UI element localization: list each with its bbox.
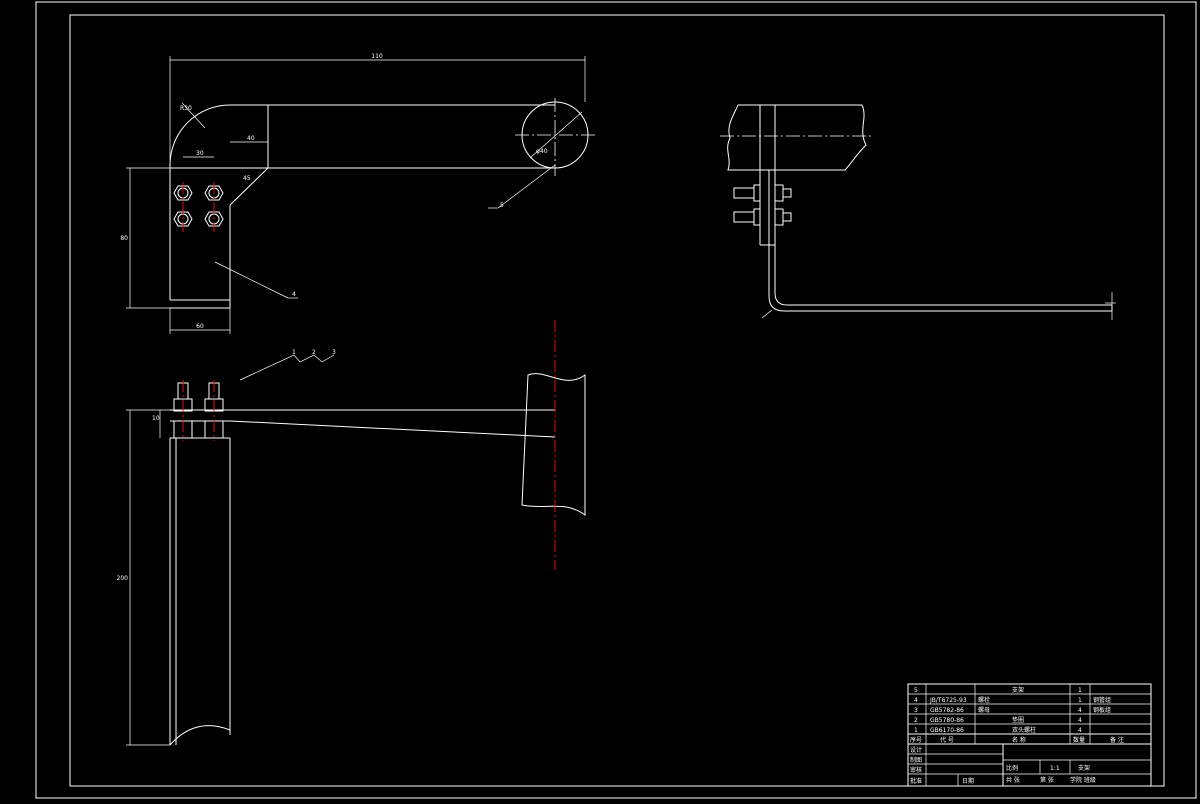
tb-part-no: 1	[914, 727, 918, 734]
side-arm-outer	[768, 170, 1112, 312]
title-block-frame	[907, 683, 1152, 787]
tb-label-approve: 批准	[910, 777, 922, 785]
dim-plate-height: 80	[120, 235, 128, 242]
dim-plate-width: 60	[196, 323, 204, 330]
side-shaft-break	[727, 104, 867, 171]
hex-nut-icon	[204, 211, 224, 227]
hex-nut-icon	[173, 211, 193, 227]
tb-label-scale: 比例	[1006, 764, 1018, 772]
front-bolt-group	[173, 182, 224, 232]
tb-part-code: GB6170-86	[930, 727, 964, 734]
outer-border	[35, 1, 1197, 799]
tb-school: 学院 班级	[1070, 776, 1096, 784]
tb-part-row-1: 1 GB6170-86 双头螺柱 4	[914, 726, 1082, 734]
side-view	[720, 104, 1116, 320]
hex-nut-icon	[204, 185, 224, 201]
tb-part-name: 垫圈	[1012, 716, 1024, 724]
tb-sheet-count: 共 张	[1006, 776, 1020, 784]
nut-icon	[753, 184, 761, 202]
arm-taper-edge	[229, 420, 556, 438]
plan-bolt-group	[173, 380, 224, 441]
stud-icon	[733, 187, 755, 199]
tb-part-qty: 1	[1078, 697, 1082, 704]
tb-label-check: 审核	[910, 766, 922, 774]
tb-label-date: 日期	[962, 777, 974, 785]
tb-drawing-title: 支架	[1078, 764, 1090, 772]
plan-shaft	[521, 373, 586, 516]
tb-part-no: 5	[914, 687, 918, 694]
nut-icon	[774, 208, 784, 226]
tb-part-qty: 1	[1078, 687, 1082, 694]
tb-part-name: 支架	[1012, 686, 1024, 694]
stud-icon	[733, 211, 755, 223]
callout-3: 3	[332, 349, 336, 356]
callout-1: 1	[292, 349, 296, 356]
callout-5: 5	[500, 202, 504, 209]
tb-part-no: 2	[914, 717, 918, 724]
side-arm-inner	[774, 170, 1112, 306]
tb-part-code: GB5780-86	[930, 717, 964, 724]
tb-part-row-3: 3 GB5782-86 螺母 4 钢板组	[914, 706, 1111, 714]
dim-bolt-spacing: 30	[196, 150, 204, 157]
dim-radius-leader	[181, 102, 206, 129]
tb-part-code: JB/T6725-93	[929, 697, 967, 704]
side-bolt-group	[733, 184, 792, 226]
plan-view: 10 200 1 2 3	[117, 320, 586, 746]
callout-2: 2	[312, 349, 316, 356]
dim-chamfer: 45	[243, 175, 251, 182]
dim-inner-offset: 40	[247, 135, 255, 142]
inner-frame	[69, 14, 1165, 787]
title-block: 5 支架 1 4 JB/T6725-93 螺栓 1 钢管组 3 GB5782-8…	[907, 683, 1152, 787]
tb-part-row-4: 4 JB/T6725-93 螺栓 1 钢管组	[914, 696, 1111, 704]
tb-part-material: 钢管组	[1093, 696, 1111, 704]
stud-end-icon	[782, 212, 792, 222]
tb-label-draw: 制图	[910, 756, 922, 764]
tb-header-qty: 数量	[1073, 736, 1085, 744]
tb-part-name: 螺栓	[978, 696, 990, 704]
front-outer-outline	[169, 104, 555, 300]
dim-thickness: 10	[152, 415, 160, 422]
tb-part-qty: 4	[1078, 707, 1082, 714]
tb-part-name: 双头螺柱	[1012, 726, 1036, 734]
dim-circle-dia: φ40	[536, 148, 548, 155]
column-break	[169, 725, 231, 746]
tb-header-code: 代 号	[940, 736, 954, 744]
hex-nut-icon	[173, 185, 193, 201]
nut-icon	[753, 208, 761, 226]
tb-label-design: 设计	[910, 746, 922, 754]
tb-sheet-number: 第 张	[1040, 776, 1054, 784]
tb-part-material: 钢板组	[1093, 706, 1111, 714]
dim-radius: R30	[180, 105, 192, 112]
stud-end-icon	[782, 188, 792, 198]
tb-part-no: 3	[914, 707, 918, 714]
callout-4: 4	[292, 291, 296, 298]
front-chamfer	[229, 167, 269, 206]
tb-part-row-2: 2 GB5780-86 垫圈 4	[914, 716, 1082, 724]
tb-header-note: 备 注	[1110, 736, 1124, 744]
tb-part-no: 4	[914, 697, 918, 704]
tb-part-name: 螺母	[978, 706, 990, 714]
callout-leader-123	[239, 354, 335, 381]
tb-scale-value: 1:1	[1050, 765, 1060, 772]
tb-header-no: 序号	[910, 736, 922, 744]
front-view: 110 R30 40 30 45 80 60 φ40 4 5	[120, 53, 598, 334]
dim-column-height: 200	[117, 575, 129, 582]
tb-header-name: 名 称	[1012, 736, 1026, 744]
callout-leader-4	[214, 261, 289, 299]
tb-part-row-5: 5 支架 1	[914, 686, 1082, 694]
tb-part-qty: 4	[1078, 727, 1082, 734]
tb-header-row: 序号 代 号 名 称 数量 备 注	[910, 736, 1124, 744]
callout-leader-5	[497, 164, 556, 209]
dim-top-length: 110	[371, 53, 383, 60]
side-bend-leader	[761, 309, 773, 319]
tb-part-code: GB5782-86	[930, 707, 964, 714]
nut-icon	[774, 184, 784, 202]
front-circle-dia-line	[529, 111, 583, 159]
tb-part-qty: 4	[1078, 717, 1082, 724]
